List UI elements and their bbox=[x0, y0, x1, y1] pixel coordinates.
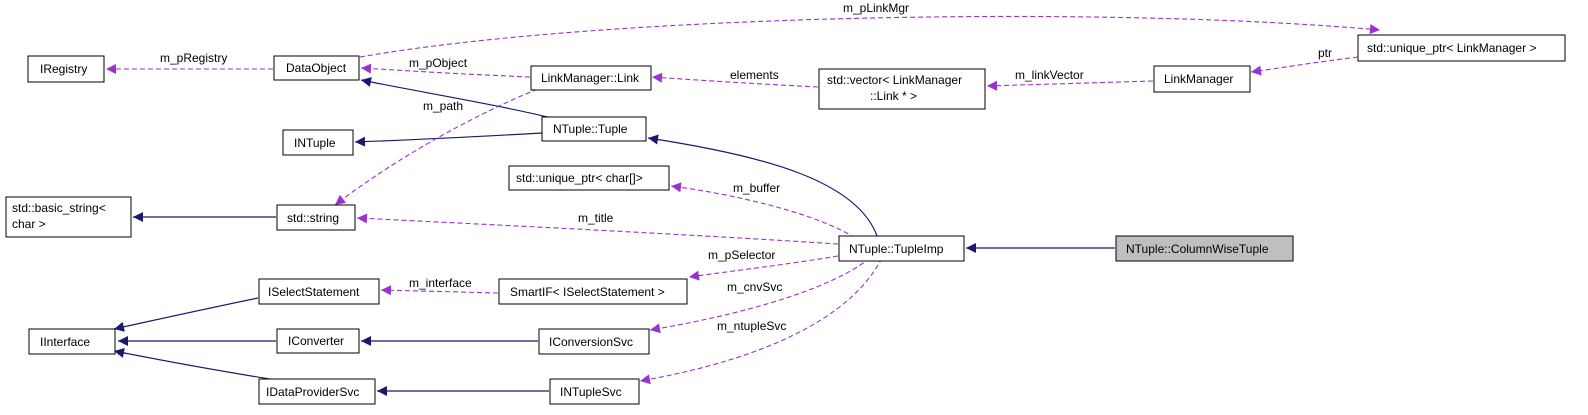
edge-m-path bbox=[334, 85, 546, 206]
edge-tupleimp-to-ntuple-tuple bbox=[647, 134, 879, 240]
label-m-pobject: m_pObject bbox=[409, 56, 468, 70]
label-ptr: ptr bbox=[1318, 46, 1332, 60]
edge-m-title bbox=[356, 213, 839, 245]
svg-text:INTupleSvc: INTupleSvc bbox=[560, 385, 622, 399]
edge-m-pselector bbox=[688, 255, 839, 281]
node-basic-string[interactable]: std::basic_string< char > bbox=[5, 196, 132, 238]
node-std-vector-link[interactable]: std::vector< LinkManager ::Link * > bbox=[818, 68, 986, 110]
svg-text:IConverter: IConverter bbox=[288, 334, 344, 348]
node-column-wise-tuple[interactable]: NTuple::ColumnWiseTuple bbox=[1115, 235, 1294, 262]
svg-text:NTuple::ColumnWiseTuple: NTuple::ColumnWiseTuple bbox=[1126, 242, 1269, 256]
node-linkmanager-link[interactable]: LinkManager::Link bbox=[530, 65, 652, 91]
node-unique-ptr-linkmanager[interactable]: std::unique_ptr< LinkManager > bbox=[1357, 34, 1566, 62]
svg-text:std::unique_ptr< char[]>: std::unique_ptr< char[]> bbox=[516, 171, 643, 185]
node-iconversionsvc[interactable]: IConversionSvc bbox=[538, 328, 650, 355]
label-m-interface: m_interface bbox=[409, 276, 472, 290]
svg-text:LinkManager: LinkManager bbox=[1164, 72, 1233, 86]
node-idataprovidersvc[interactable]: IDataProviderSvc bbox=[258, 378, 376, 405]
label-m-plinkmgr: m_pLinkMgr bbox=[843, 1, 909, 15]
node-smartif[interactable]: SmartIF< ISelectStatement > bbox=[498, 278, 688, 305]
edge-m-plinkmgr bbox=[359, 15, 1381, 58]
svg-text:DataObject: DataObject bbox=[286, 61, 347, 75]
node-unique-ptr-char[interactable]: std::unique_ptr< char[]> bbox=[508, 165, 670, 191]
label-m-buffer: m_buffer bbox=[733, 181, 780, 195]
label-m-linkvector: m_linkVector bbox=[1015, 68, 1084, 82]
edge-ntuple-tuple-to-dataobject bbox=[360, 77, 561, 121]
edge-ptr bbox=[1250, 56, 1359, 76]
svg-text:IInterface: IInterface bbox=[40, 335, 90, 349]
node-iconverter[interactable]: IConverter bbox=[276, 328, 360, 354]
edge-ntuple-tuple-to-intuple bbox=[354, 132, 543, 147]
svg-text:NTuple::TupleImp: NTuple::TupleImp bbox=[849, 242, 944, 256]
edge-m-pobject bbox=[360, 63, 531, 78]
edge-m-ntuplesvc bbox=[639, 257, 883, 385]
edge-m-cnvsvc bbox=[649, 257, 871, 334]
svg-text:IConversionSvc: IConversionSvc bbox=[549, 335, 633, 349]
node-dataobject[interactable]: DataObject bbox=[273, 55, 360, 81]
node-std-string[interactable]: std::string bbox=[276, 204, 356, 231]
usage-edges bbox=[106, 15, 1381, 385]
node-ntuple-tupleimp[interactable]: NTuple::TupleImp bbox=[838, 235, 965, 262]
svg-text:std::basic_string<: std::basic_string< bbox=[12, 201, 106, 215]
edge-m-linkvector bbox=[986, 80, 1154, 91]
svg-text:char >: char > bbox=[12, 217, 46, 231]
label-elements: elements bbox=[730, 68, 779, 82]
label-m-title: m_title bbox=[578, 211, 614, 225]
svg-text:IDataProviderSvc: IDataProviderSvc bbox=[266, 385, 359, 399]
edge-m-buffer bbox=[670, 182, 856, 239]
edge-labels: m_pLinkMgr m_pRegistry m_pObject element… bbox=[160, 1, 1332, 333]
svg-text:NTuple::Tuple: NTuple::Tuple bbox=[553, 122, 628, 136]
node-iregistry[interactable]: IRegistry bbox=[27, 55, 105, 83]
inheritance-edges bbox=[113, 77, 1115, 396]
svg-text:::Link * >: ::Link * > bbox=[870, 89, 917, 103]
node-intuple[interactable]: INTuple bbox=[282, 129, 354, 156]
node-intuplesvc[interactable]: INTupleSvc bbox=[549, 378, 640, 405]
edge-iselectstatement-to-iinterface bbox=[113, 297, 259, 332]
label-m-pregistry: m_pRegistry bbox=[160, 51, 227, 65]
edge-m-interface bbox=[380, 285, 499, 296]
svg-text:SmartIF< ISelectStatement >: SmartIF< ISelectStatement > bbox=[510, 285, 665, 299]
label-m-cnvsvc: m_cnvSvc bbox=[727, 280, 782, 294]
node-iinterface[interactable]: IInterface bbox=[28, 328, 116, 355]
svg-text:std::unique_ptr< LinkManager >: std::unique_ptr< LinkManager > bbox=[1367, 41, 1536, 55]
svg-text:IRegistry: IRegistry bbox=[40, 62, 87, 76]
svg-text:LinkManager::Link: LinkManager::Link bbox=[541, 71, 640, 85]
edge-elements bbox=[651, 72, 819, 88]
svg-text:INTuple: INTuple bbox=[294, 136, 336, 150]
node-linkmanager[interactable]: LinkManager bbox=[1153, 65, 1251, 93]
label-m-ntuplesvc: m_ntupleSvc bbox=[717, 319, 786, 333]
node-iselectstatement[interactable]: ISelectStatement bbox=[258, 278, 380, 305]
node-ntuple-tuple[interactable]: NTuple::Tuple bbox=[541, 116, 647, 142]
label-m-path: m_path bbox=[423, 99, 463, 113]
svg-text:ISelectStatement: ISelectStatement bbox=[268, 285, 360, 299]
edge-idataprovidersvc-to-iinterface bbox=[113, 348, 277, 381]
svg-text:std::vector< LinkManager: std::vector< LinkManager bbox=[827, 73, 962, 87]
label-m-pselector: m_pSelector bbox=[708, 248, 775, 262]
svg-text:std::string: std::string bbox=[287, 211, 339, 225]
